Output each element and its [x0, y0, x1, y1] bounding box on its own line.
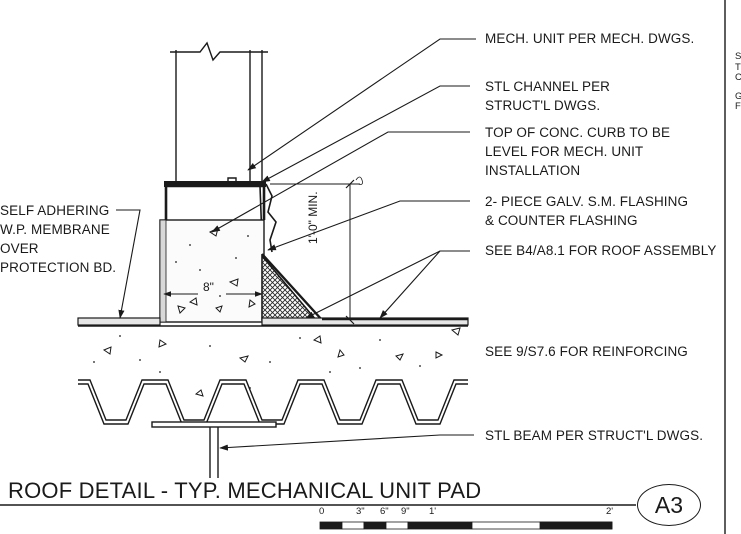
scale-label-0: 0	[319, 506, 325, 517]
detail-tag-bubble: A3	[637, 484, 701, 526]
leader-lines	[116, 38, 476, 451]
scale-label-3in: 3"	[356, 506, 365, 517]
detail-tag: A3	[654, 491, 684, 518]
scale-label-9in: 9"	[401, 506, 410, 517]
callout-stl-beam: STL BEAM PER STRUCT'L DWGS.	[485, 428, 704, 443]
scale-label-2ft: 2'	[606, 506, 614, 517]
concrete-slab	[78, 325, 468, 425]
edge-text-block: S T C G F	[735, 51, 741, 112]
steel-beam	[151, 421, 277, 478]
callout-flashing: 2- PIECE GALV. S.M. FLASHING & COUNTER F…	[485, 194, 689, 228]
scale-bar	[319, 521, 613, 530]
concrete-curb	[159, 219, 265, 323]
callout-membrane: SELF ADHERING W.P. MEMBRANE OVER PROTECT…	[0, 203, 117, 275]
callout-stl-channel: STL CHANNEL PER STRUCT'L DWGS.	[485, 79, 611, 113]
callout-roof-assembly: SEE B4/A8.1 FOR ROOF ASSEMBLY	[485, 243, 717, 258]
detail-title: ROOF DETAIL - TYP. MECHANICAL UNIT PAD	[8, 478, 482, 503]
callout-reinforcing: SEE 9/S7.6 FOR REINFORCING	[485, 344, 688, 359]
scale-label-6in: 6"	[380, 506, 389, 517]
concrete-dots	[93, 235, 421, 389]
dimension-curb-height-label: 1'-0" MIN.	[306, 191, 320, 244]
dimension-curb-height	[270, 176, 363, 325]
steel-channel-top-flange	[164, 181, 266, 187]
cant-strip	[261, 253, 318, 321]
mech-unit-outline	[170, 41, 268, 186]
dimension-curb-width-label: 8"	[203, 280, 214, 294]
steel-channel	[164, 184, 266, 220]
scale-label-1ft: 1'	[429, 506, 437, 517]
callout-top-of-curb: TOP OF CONC. CURB TO BE LEVEL FOR MECH. …	[485, 125, 671, 178]
roof-membrane	[77, 317, 469, 326]
callout-mech-unit: MECH. UNIT PER MECH. DWGS.	[485, 31, 695, 46]
